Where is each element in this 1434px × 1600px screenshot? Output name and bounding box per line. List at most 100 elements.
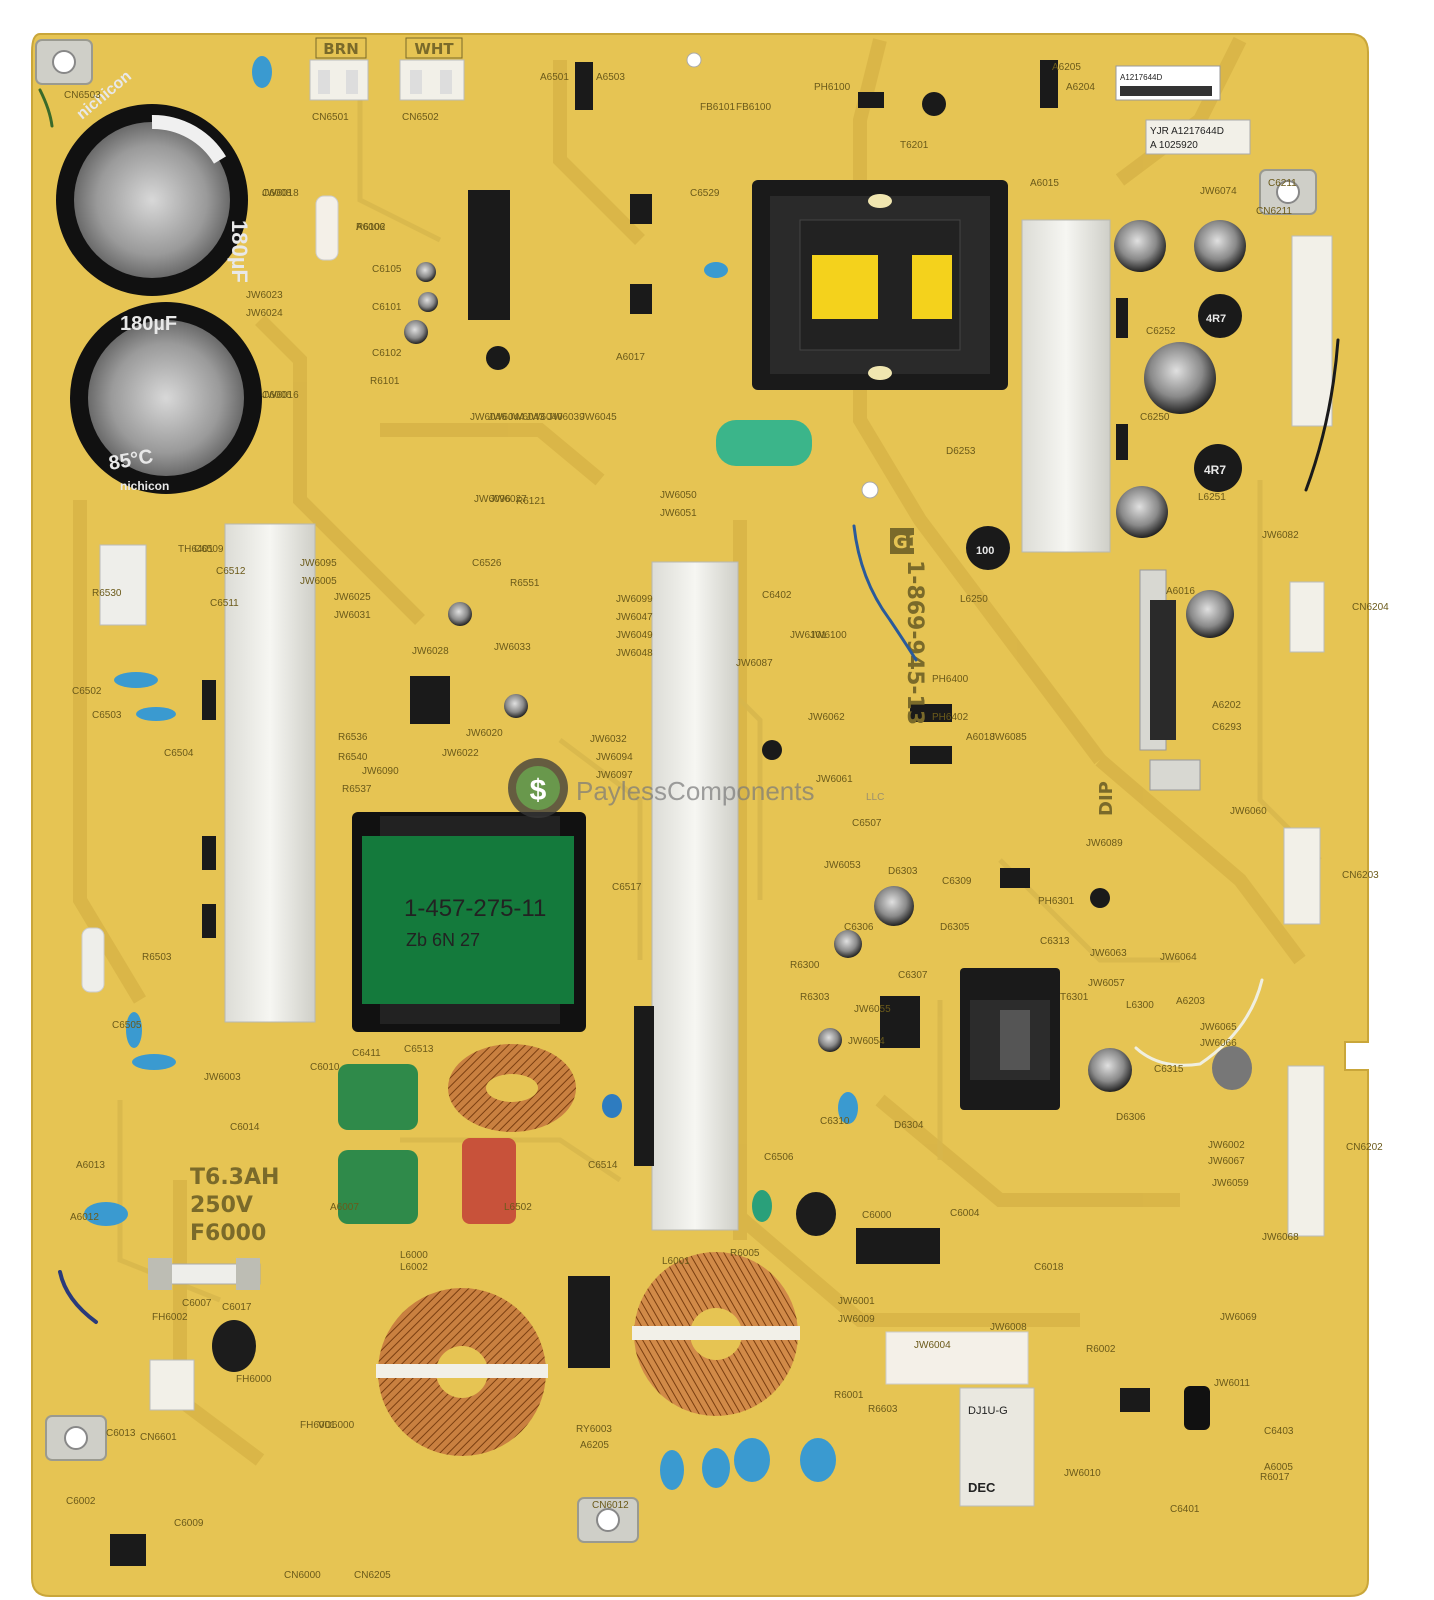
- relay-brand: DEC: [968, 1480, 996, 1495]
- ic-chips: [110, 60, 1150, 1566]
- ref-c6506: C6506: [764, 1152, 794, 1163]
- ref-a6013: A6013: [76, 1160, 105, 1171]
- ref-r6603: R6603: [868, 1404, 898, 1415]
- ref-l6250: L6250: [960, 594, 988, 605]
- ref-c6507: C6507: [852, 818, 882, 829]
- ref-jw6008: JW6008: [990, 1322, 1027, 1333]
- ref-c6018: C6018: [1034, 1262, 1064, 1273]
- ref-jw6063: JW6063: [1090, 948, 1127, 959]
- ref-jw6004: JW6004: [914, 1340, 951, 1351]
- ref-c6105: C6105: [372, 264, 402, 275]
- ref-a6501: A6501: [540, 72, 569, 83]
- ref-l6251: L6251: [1198, 492, 1226, 503]
- ref-a6203: A6203: [1176, 996, 1205, 1007]
- ref-a6012: A6012: [70, 1212, 99, 1223]
- ceramic-capacitors: [84, 56, 858, 1490]
- watermark: $ PaylessComponents LLC: [508, 758, 884, 818]
- ref-r6540: R6540: [338, 752, 368, 763]
- ref-c6503: C6503: [92, 710, 122, 721]
- ref-jw6068: JW6068: [1262, 1232, 1299, 1243]
- dip-label: DIP: [1096, 781, 1117, 816]
- right-connectors: [149, 235, 1333, 1411]
- ref-jw6049: JW6049: [616, 630, 653, 641]
- ref-c6511: C6511: [210, 598, 239, 609]
- ref-r6121: R6121: [516, 496, 546, 507]
- heatsink-small: [1139, 569, 1201, 791]
- svg-text:180µF: 180µF: [120, 313, 177, 335]
- ref-r6101: R6101: [370, 376, 400, 387]
- ref-vd6000: VD6000: [318, 1420, 355, 1431]
- ref-c6504: C6504: [164, 748, 194, 759]
- heatsink-left: [224, 523, 316, 1023]
- ref-c6514: C6514: [588, 1160, 618, 1171]
- ref-r6530: R6530: [92, 588, 122, 599]
- capacitor-c6008: 180µF nichicon: [56, 68, 252, 296]
- ref-c6310: C6310: [820, 1116, 850, 1127]
- ref-jw6009: JW6009: [838, 1314, 875, 1325]
- ref-l6300: L6300: [1126, 1000, 1154, 1011]
- smd-inductor-label-1: 4R7: [1206, 313, 1226, 325]
- ref-a6205: A6205: [1052, 62, 1081, 73]
- svg-text:nichicon: nichicon: [120, 479, 169, 493]
- ref-c6006: C6006: [262, 390, 292, 401]
- ref-jw6011: JW6011: [1214, 1378, 1250, 1389]
- ref-c6315: C6315: [1154, 1064, 1184, 1075]
- ref-c6014: C6014: [230, 1122, 260, 1133]
- ref-jw6065: JW6065: [1200, 1022, 1237, 1033]
- ref-a6006: A6006: [356, 222, 385, 233]
- ref-c6307: C6307: [898, 970, 928, 981]
- ref-ph6402: PH6402: [932, 712, 969, 723]
- ref-d6305: D6305: [940, 922, 970, 933]
- sticker-text: A1217644D: [1120, 73, 1162, 82]
- ref-jw6064: JW6064: [1160, 952, 1197, 963]
- connector-label-cn6601: CN6601: [140, 1432, 177, 1443]
- ref-c6017: C6017: [222, 1302, 252, 1313]
- ref-fh6002: FH6002: [152, 1312, 188, 1323]
- mounting-holes: [35, 39, 1317, 1543]
- ref-r6002: R6002: [1086, 1344, 1116, 1355]
- ref-jw6002: JW6002: [1208, 1140, 1245, 1151]
- toroid-l6500: [448, 1044, 576, 1132]
- ref-ph6100: PH6100: [814, 82, 851, 93]
- ref-fb6100: FB6100: [736, 102, 771, 113]
- ref-ph6301: PH6301: [1038, 896, 1075, 907]
- ref-jw6045: JW6045: [580, 412, 617, 423]
- ref-jw6067: JW6067: [1208, 1156, 1245, 1167]
- ref-a6018: A6018: [966, 732, 995, 743]
- transformer-date-code: Zb 6N 27: [406, 930, 480, 950]
- ref-jw6066: JW6066: [1200, 1038, 1237, 1049]
- silkscreen-labels: C6008C6006R6102JW6023JW6024R6101C6101C61…: [64, 62, 1389, 1581]
- ref-jw6100: JW6100: [810, 630, 847, 641]
- transformer-top: [752, 180, 1008, 390]
- transformer-t6101: [352, 812, 586, 1032]
- ref-c6013: C6013: [106, 1428, 136, 1439]
- ref-fb6101: FB6101: [700, 102, 735, 113]
- ref-jw6010: JW6010: [1064, 1468, 1101, 1479]
- id-label: [1145, 119, 1251, 155]
- ref-jw6040: JW6040: [526, 412, 563, 423]
- sticker-barcode: [1120, 86, 1212, 96]
- ref-jw6043: JW6043: [508, 412, 545, 423]
- relay-model: DJ1U-G: [968, 1405, 1008, 1417]
- ref-jw6001: JW6001: [838, 1296, 875, 1307]
- ref-jw6055: JW6055: [854, 1004, 891, 1015]
- ref-a6015: A6015: [1030, 178, 1059, 189]
- ref-jw6101: JW6101: [790, 630, 827, 641]
- ref-c6002: C6002: [66, 1496, 96, 1507]
- ref-c6309: C6309: [942, 876, 972, 887]
- svg-text:180µF: 180µF: [227, 220, 252, 283]
- ref-r6537: R6537: [342, 784, 372, 795]
- ref-jw6097: JW6097: [596, 770, 633, 781]
- ref-c6010: C6010: [310, 1062, 340, 1073]
- ref-r6551: R6551: [510, 578, 540, 589]
- ref-jw6059: JW6059: [1212, 1178, 1249, 1189]
- ref-jw6053: JW6053: [824, 860, 861, 871]
- connector-label-cn6203: CN6203: [1342, 870, 1379, 881]
- ref-jw6020: JW6020: [466, 728, 503, 739]
- connector-label-cn6503: CN6503: [64, 90, 101, 101]
- ref-jw6003: JW6003: [204, 1072, 241, 1083]
- ref-jw6051: JW6051: [660, 508, 697, 519]
- ref-r6102: R6102: [356, 222, 386, 233]
- ref-r6300: R6300: [790, 960, 820, 971]
